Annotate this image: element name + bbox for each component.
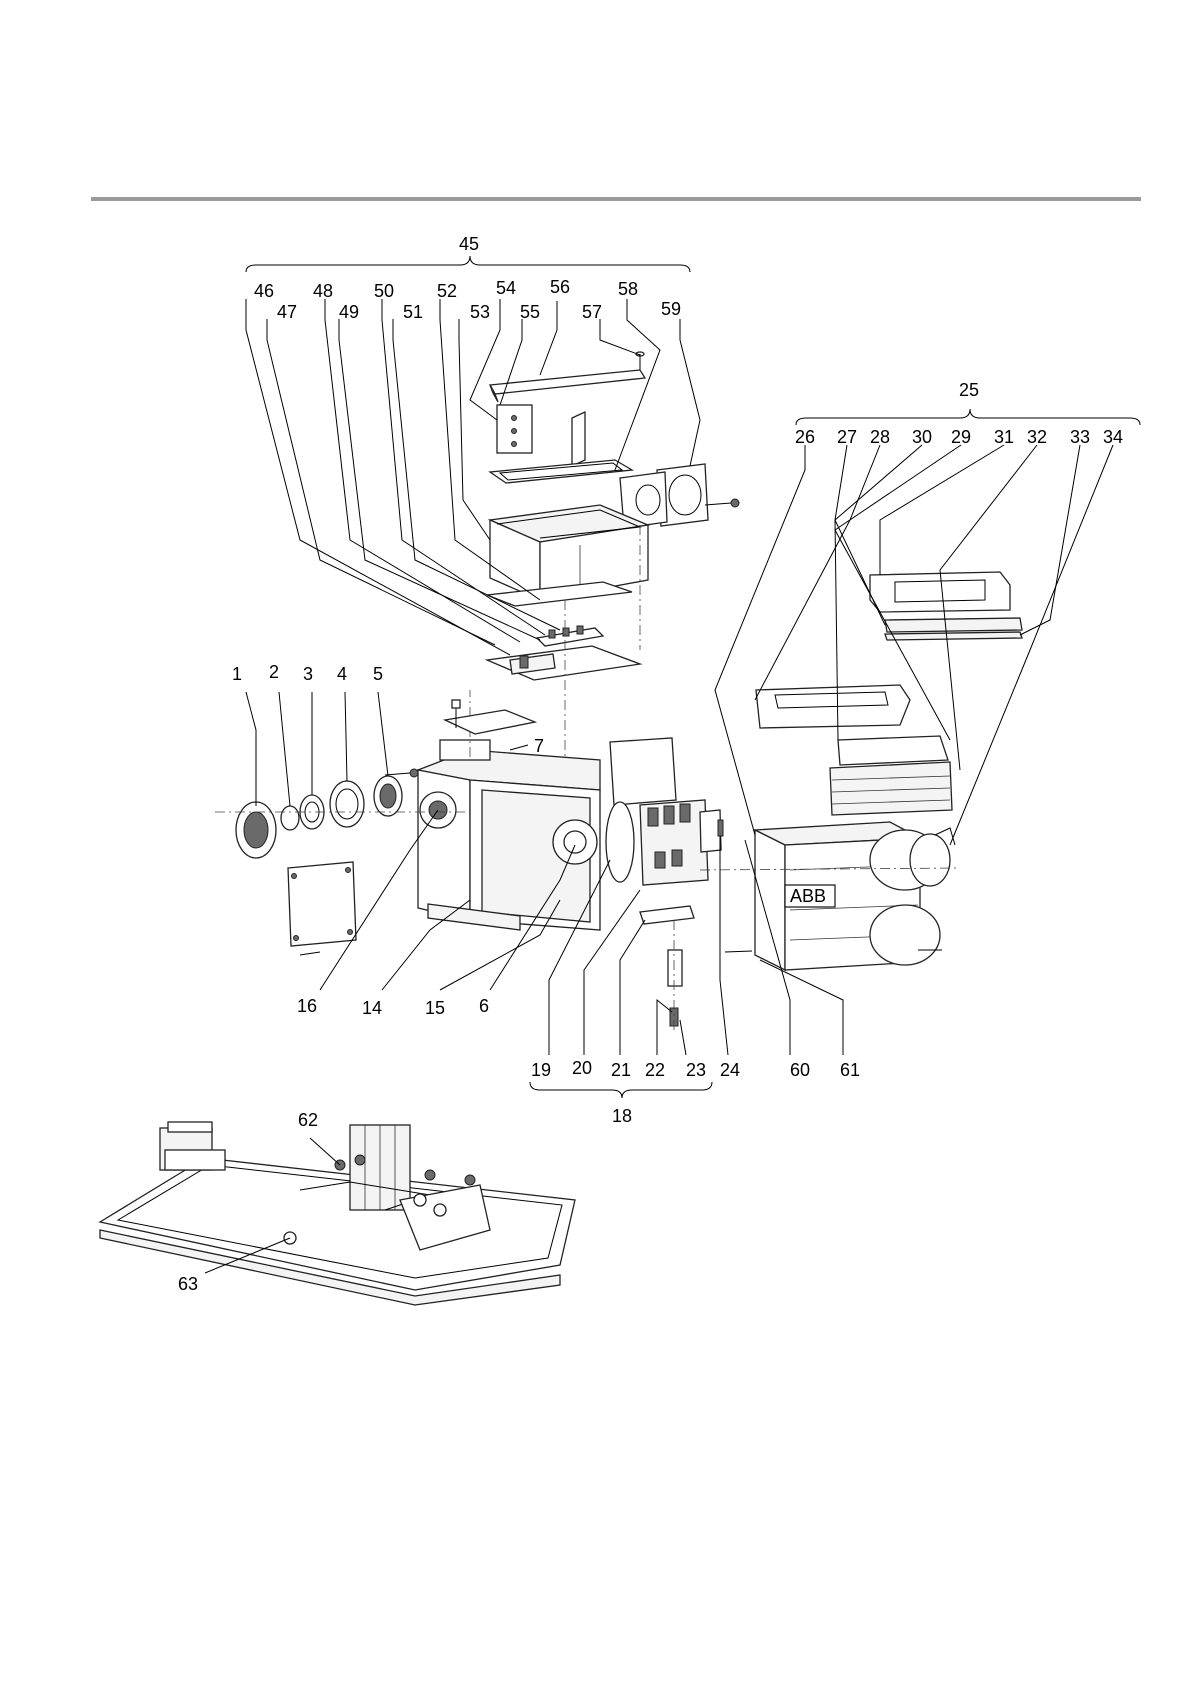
callout-48: 48	[313, 281, 333, 301]
callout-16: 16	[297, 996, 317, 1016]
callout-29: 29	[951, 427, 971, 447]
callout-54: 54	[496, 278, 516, 298]
bracket-45	[246, 256, 690, 272]
callout-34: 34	[1103, 427, 1123, 447]
callout-52: 52	[437, 281, 457, 301]
bracket-18	[530, 1082, 712, 1098]
callout-51: 51	[403, 302, 423, 322]
main-housing	[418, 690, 600, 930]
inset-view	[100, 1122, 575, 1305]
callout-24: 24	[720, 1060, 740, 1080]
callout-22: 22	[645, 1060, 665, 1080]
callout-21: 21	[611, 1060, 631, 1080]
callout-63: 63	[178, 1274, 198, 1294]
callout-23: 23	[686, 1060, 706, 1080]
callout-50: 50	[374, 281, 394, 301]
callout-46: 46	[254, 281, 274, 301]
callout-6: 6	[479, 996, 489, 1016]
callout-20: 20	[572, 1058, 592, 1078]
bracket-25	[796, 409, 1140, 425]
callout-55: 55	[520, 302, 540, 322]
callout-49: 49	[339, 302, 359, 322]
callout-32: 32	[1027, 427, 1047, 447]
callout-7: 7	[534, 736, 544, 756]
callout-30: 30	[912, 427, 932, 447]
callout-33: 33	[1070, 427, 1090, 447]
callout-2: 2	[269, 662, 279, 682]
side-cover	[288, 862, 356, 946]
callout-62: 62	[298, 1110, 318, 1130]
callout-45: 45	[459, 234, 479, 254]
callout-15: 15	[425, 998, 445, 1018]
callout-60: 60	[790, 1060, 810, 1080]
callout-4: 4	[337, 664, 347, 684]
callout-53: 53	[470, 302, 490, 322]
callout-56: 56	[550, 277, 570, 297]
callout-25: 25	[959, 380, 979, 400]
callout-1: 1	[232, 664, 242, 684]
callout-26: 26	[795, 427, 815, 447]
callout-28: 28	[870, 427, 890, 447]
callout-14: 14	[362, 998, 382, 1018]
callout-19: 19	[531, 1060, 551, 1080]
stator-logo: ABB	[790, 886, 826, 906]
callout-5: 5	[373, 664, 383, 684]
callout-58: 58	[618, 279, 638, 299]
terminal-board	[606, 738, 723, 1030]
callout-57: 57	[582, 302, 602, 322]
callout-18: 18	[612, 1106, 632, 1126]
callout-47: 47	[277, 302, 297, 322]
callout-59: 59	[661, 299, 681, 319]
callout-27: 27	[837, 427, 857, 447]
callout-3: 3	[303, 664, 313, 684]
callout-31: 31	[994, 427, 1014, 447]
callout-61: 61	[840, 1060, 860, 1080]
stator-assembly: ABB	[700, 572, 1022, 970]
